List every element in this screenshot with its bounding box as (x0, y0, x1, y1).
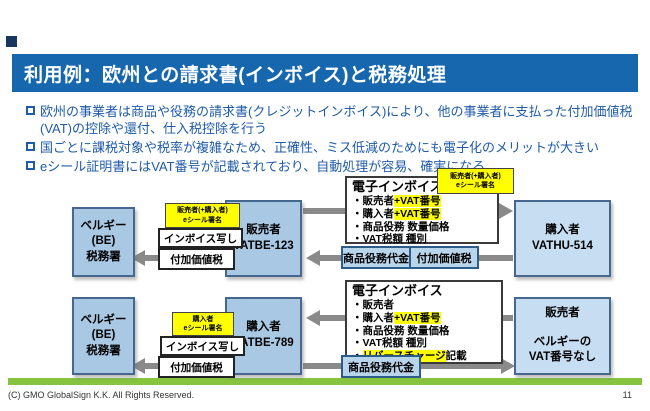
e-invoice-box-bottom: 電子インボイス ・販売者 ・購入者+VAT番号 ・商品役務 数量価格 ・VAT税… (345, 280, 503, 364)
box-line: 販売者 (246, 223, 281, 236)
e-invoice-item: ・販売者 (352, 298, 394, 311)
e-invoice-item: ・購入者+VAT番号 (352, 311, 441, 324)
box-line: VAT番号なし (528, 351, 597, 364)
square-bullet-icon (26, 103, 40, 137)
eseal-signature-label-invoice: 販売者(+購入者) eシール署名 (437, 168, 514, 194)
bullet-text: 国ごとに課税対象や税率が複雑なため、正確性、ミス低減のためにも電子化のメリットが… (40, 140, 600, 156)
vat-box-top: 付加価値税 (158, 248, 235, 270)
payment-goods-chip-top: 商品役務代金 (341, 246, 411, 269)
e-invoice-box-top: 電子インボイス ・販売者+VAT番号 ・購入者+VAT番号 ・商品役務 数量価格… (345, 176, 499, 246)
label-line: eシール署名 (183, 216, 222, 224)
box-line: 税務署 (86, 250, 121, 263)
bullet-text: 欧州の事業者は商品や役務の請求書(クレジットインボイス)により、他の事業者に支払… (40, 104, 633, 137)
bullet-list: 欧州の事業者は商品や役務の請求書(クレジットインボイス)により、他の事業者に支払… (26, 103, 636, 178)
slide-title-bar: 利用例：欧州との請求書(インボイス)と税務処理 (12, 54, 638, 92)
box-line: ベルギーの (533, 335, 592, 348)
e-invoice-title: 電子インボイス (352, 283, 443, 298)
eseal-signature-label-copy-top: 販売者(+購入者) eシール署名 (165, 203, 240, 228)
highlighted-text: +VAT番号 (394, 207, 441, 220)
box-line: (BE) (91, 329, 116, 342)
box-line: (BE) (91, 235, 116, 248)
box-line: 購入者 (246, 321, 281, 334)
label-line: 購入者 (192, 315, 214, 323)
tax-office-box-top: ベルギー (BE) 税務署 (72, 207, 135, 277)
e-invoice-item: ・販売者+VAT番号 (352, 194, 441, 207)
e-invoice-title: 電子インボイス (352, 179, 443, 194)
page-number: 11 (622, 390, 632, 400)
arrowhead-right-icon (499, 203, 513, 219)
arrowhead-right-icon (501, 358, 515, 374)
invoice-copy-box-bottom: インボイス写し (160, 336, 245, 356)
label-line: 販売者(+購入者) (177, 207, 228, 215)
payment-goods-chip-bottom: 商品役務代金 (341, 355, 421, 378)
e-invoice-item: ・商品役務 数量価格 (352, 324, 450, 337)
footer-accent-bar (8, 378, 642, 385)
payment-vat-chip-top: 付加価値税 (409, 246, 479, 269)
vat-box-bottom: 付加価値税 (158, 356, 235, 378)
highlighted-text: +VAT番号 (394, 311, 441, 324)
e-invoice-item: ・VAT税額 種別 (352, 337, 427, 350)
bullet-item: eシール証明書にはVAT番号が記載されており、自動処理が容易、確実になる (26, 158, 636, 175)
label-line: eシール署名 (183, 325, 223, 332)
bullet-item: 国ごとに課税対象や税率が複雑なため、正確性、ミス低減のためにも電子化のメリットが… (26, 139, 636, 156)
title-accent-square (6, 36, 17, 47)
seller-box-bottom: 販売者 ベルギーの VAT番号なし (514, 297, 611, 375)
bullet-item: 欧州の事業者は商品や役務の請求書(クレジットインボイス)により、他の事業者に支払… (26, 103, 636, 137)
buyer-box-top: 購入者 VATHU-514 (514, 200, 611, 277)
page-title: 利用例：欧州との請求書(インボイス)と税務処理 (24, 64, 447, 86)
box-line: VATHU-514 (532, 239, 593, 252)
box-line: 税務署 (86, 344, 121, 357)
eseal-signature-label-copy-bottom: 購入者 eシール署名 (172, 312, 234, 336)
bullet-text: eシール証明書にはVAT番号が記載されており、自動処理が容易、確実になる (40, 159, 486, 175)
tax-office-box-bottom: ベルギー (BE) 税務署 (72, 297, 135, 375)
square-bullet-icon (26, 139, 40, 156)
box-line: ベルギー (80, 313, 127, 326)
e-invoice-item: ・商品役務 数量価格 (352, 220, 450, 233)
label-line: eシール署名 (456, 182, 495, 189)
box-line: 購入者 (545, 223, 580, 236)
highlighted-text: +VAT番号 (394, 194, 441, 207)
arrowhead-left-icon (306, 310, 320, 326)
square-bullet-icon (26, 158, 40, 175)
footer-copyright: (C) GMO GlobalSign K.K. All Rights Reser… (8, 390, 195, 400)
box-line: VATBE-789 (233, 337, 294, 349)
e-invoice-item: ・VAT税額 種別 (352, 233, 427, 246)
e-invoice-item: ・購入者+VAT番号 (352, 207, 441, 220)
invoice-copy-box-top: インボイス写し (158, 228, 243, 248)
box-line: ベルギー (80, 219, 127, 232)
box-line: 販売者 (545, 307, 580, 320)
box-line: VATBE-123 (233, 239, 294, 252)
label-line: 販売者(+購入者) (450, 172, 501, 180)
arrowhead-left-icon (306, 250, 320, 266)
